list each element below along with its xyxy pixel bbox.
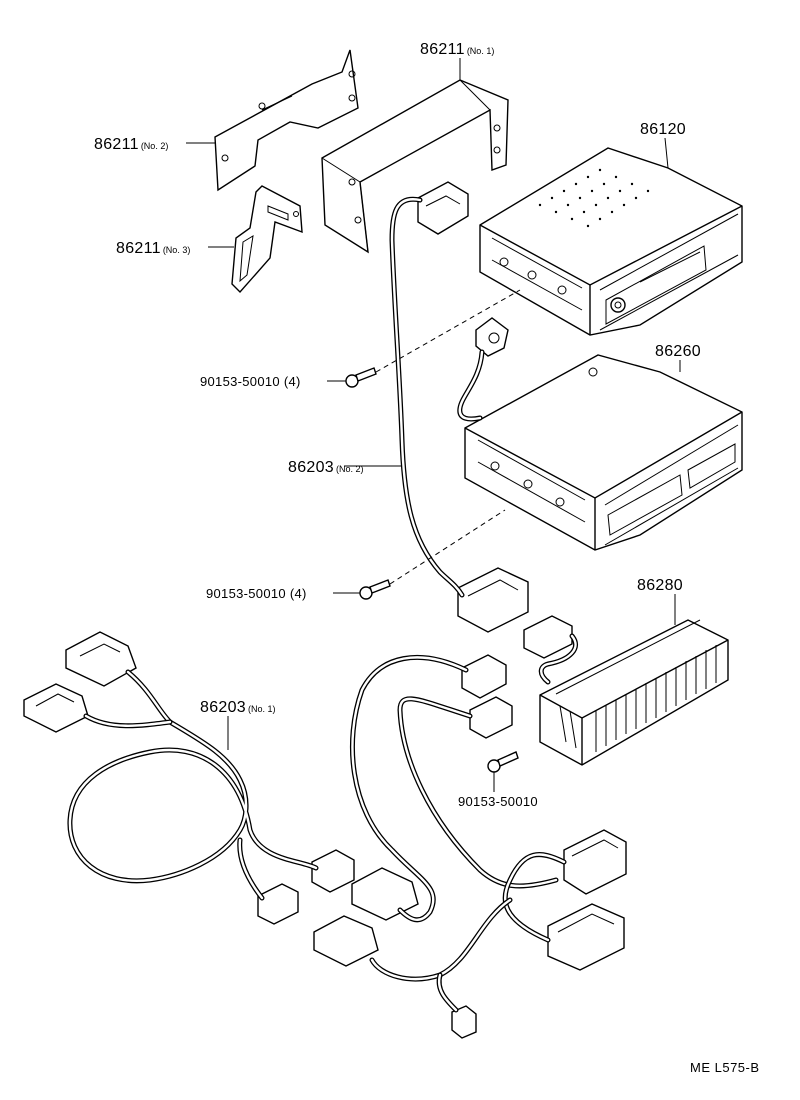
bracket-no1 xyxy=(321,79,509,254)
connector-top xyxy=(417,181,469,235)
connector-harness-big2 xyxy=(547,903,625,971)
connector-mid xyxy=(457,567,529,633)
label-screw-lower: 90153-50010 (4) xyxy=(206,586,307,601)
connector-harness-a xyxy=(461,654,507,699)
connector-harness-c xyxy=(351,867,419,921)
bracket-no3 xyxy=(231,185,303,294)
connector-wire1-bottom xyxy=(257,883,299,925)
label-amplifier: 86280 xyxy=(637,577,683,594)
leader-radio xyxy=(664,137,669,169)
wire-86203-no2 xyxy=(389,196,485,598)
label-tape-player: 86260 xyxy=(655,343,701,360)
amplifier xyxy=(539,619,729,766)
label-radio-receiver: 86120 xyxy=(640,121,686,138)
connector-left-mid xyxy=(23,683,89,733)
wire-amp xyxy=(538,633,579,685)
screw-lower xyxy=(359,579,391,600)
connector-wire1-right xyxy=(311,849,355,893)
connector-left-top xyxy=(65,631,137,687)
label-wire-no1: 86203(No. 1) xyxy=(200,699,276,716)
bracket-no2 xyxy=(214,49,359,192)
label-screw-amp: 90153-50010 xyxy=(458,794,538,809)
tape-player xyxy=(464,354,743,551)
label-bracket-no1: 86211(No. 1) xyxy=(420,41,494,58)
dash-line-upper xyxy=(375,289,521,373)
radio-receiver xyxy=(479,147,743,336)
wire-86203-no1 xyxy=(67,669,319,901)
connector-tape-jack xyxy=(475,317,509,357)
wire-harness-center xyxy=(349,655,567,1013)
label-bracket-no2: 86211(No. 2) xyxy=(94,136,168,153)
screw-upper xyxy=(345,367,377,388)
dash-line-lower xyxy=(389,509,506,585)
connector-harness-d xyxy=(313,915,379,967)
diagram-code: ME L575-B xyxy=(690,1060,760,1075)
connector-harness-b xyxy=(469,696,513,739)
connector-harness-big1 xyxy=(563,829,627,895)
screw-amp xyxy=(487,751,519,773)
connector-amp xyxy=(523,615,573,659)
label-bracket-no3: 86211(No. 3) xyxy=(116,240,190,257)
label-screw-upper: 90153-50010 (4) xyxy=(200,374,301,389)
connector-harness-small xyxy=(451,1005,477,1039)
label-wire-no2: 86203(No. 2) xyxy=(288,459,364,476)
